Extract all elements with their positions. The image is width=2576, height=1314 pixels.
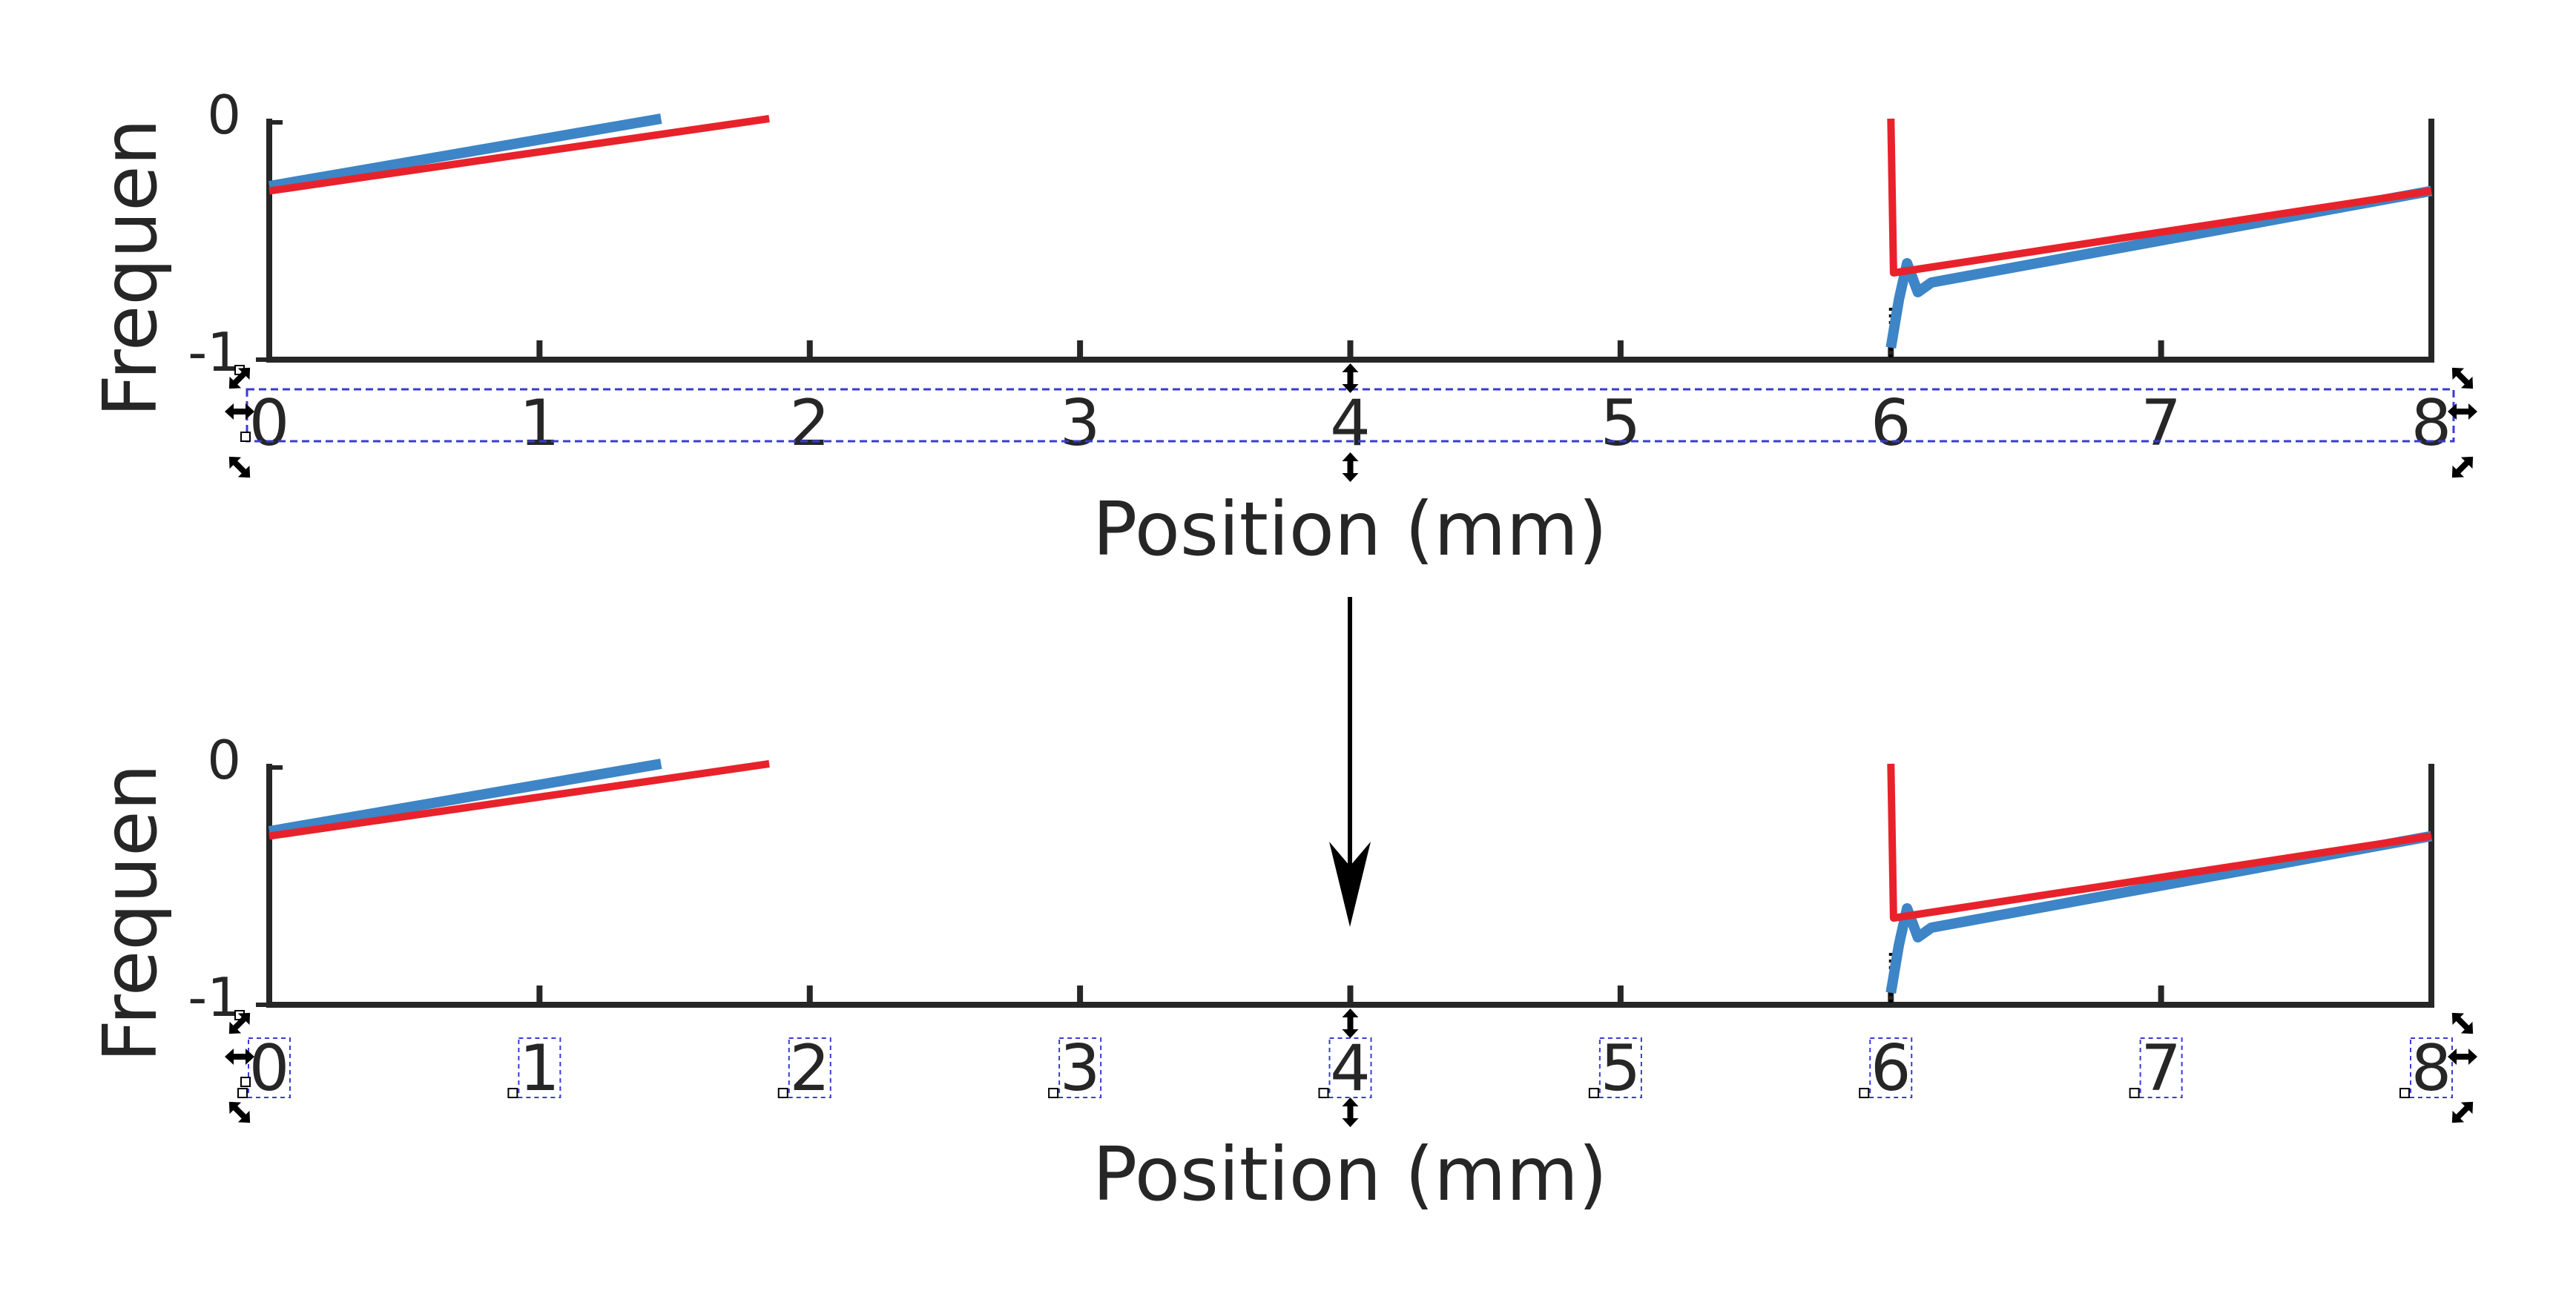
x-tick-label[interactable]: 1 [519, 1031, 560, 1106]
series-line [269, 760, 770, 840]
resize-handle-icon[interactable] [2446, 451, 2479, 483]
series-line [268, 113, 662, 191]
y-axis-label: Frequen [87, 764, 174, 1062]
label-selection-box [2410, 1037, 2453, 1098]
panel-before: 0 -1 Frequen 0 1 2 3 4 5 6 7 8 Position (mm) [87, 84, 2479, 572]
resize-handle-icon[interactable] [2446, 1007, 2479, 1040]
series-line [1887, 763, 2432, 922]
node-handle-icon[interactable] [240, 1077, 251, 1087]
x-axis-label: Position (mm) [1093, 486, 1607, 572]
node-handle-icon[interactable] [1048, 1088, 1059, 1098]
resize-handle-shape [225, 1049, 254, 1065]
plot-area: 0 1 2 3 4 5 6 7 8 [223, 759, 2479, 1129]
x-tick-label[interactable]: 0 [249, 1031, 290, 1106]
node-handle-icon[interactable] [1588, 1088, 1599, 1098]
x-tick-label[interactable]: 2 [789, 1031, 830, 1106]
resize-handle-icon[interactable] [2448, 1049, 2477, 1065]
resize-handle-icon[interactable] [2446, 1096, 2479, 1129]
x-tick-label[interactable]: 0 [249, 386, 290, 460]
series-line [1887, 118, 2432, 277]
resize-handle-icon[interactable] [2446, 362, 2479, 394]
resize-handle-shape [228, 456, 251, 478]
x-tick-label[interactable]: 2 [789, 386, 830, 460]
resize-handle-shape [2451, 367, 2474, 389]
plot-area: 0 1 2 3 4 5 6 7 8 [223, 113, 2479, 483]
resize-handle-icon[interactable] [225, 403, 254, 420]
x-tick-label[interactable]: 3 [1060, 386, 1101, 460]
x-tick-label[interactable]: 7 [2141, 386, 2181, 460]
resize-handle-icon[interactable] [1342, 363, 1359, 393]
label-selection-box [518, 1037, 561, 1098]
resize-handle-icon[interactable] [1342, 1008, 1359, 1038]
resize-handle-icon[interactable] [223, 1007, 256, 1040]
node-handle-icon[interactable] [1859, 1088, 1870, 1098]
resize-handle-shape [2451, 1101, 2474, 1123]
x-tick-label[interactable]: 4 [1330, 386, 1371, 460]
node-handle-icon[interactable] [507, 1088, 518, 1098]
node-handle-icon[interactable] [237, 1088, 248, 1098]
node-handle-icon[interactable] [2399, 1088, 2410, 1098]
resize-handle-shape [228, 367, 251, 389]
x-tick-label[interactable]: 7 [2141, 1031, 2181, 1106]
node-handle-icon[interactable] [777, 1088, 788, 1098]
x-tick-label[interactable]: 8 [2411, 1031, 2452, 1106]
resize-handle-shape [1342, 452, 1359, 482]
label-selection-box [788, 1037, 831, 1098]
resize-handle-shape [1342, 1008, 1359, 1038]
x-tick-label[interactable]: 5 [1601, 1031, 1641, 1106]
label-selection-box [1058, 1037, 1102, 1098]
panel-after: 0 -1 Frequen 0 1 2 3 4 5 6 7 8 Position (mm) [87, 729, 2479, 1218]
resize-handle-icon[interactable] [223, 1096, 256, 1129]
resize-handle-icon[interactable] [2448, 403, 2477, 420]
series-line [268, 759, 662, 836]
resize-handle-icon[interactable] [223, 451, 256, 483]
resize-handle-shape [228, 1012, 251, 1034]
node-handle-icon[interactable] [1318, 1088, 1329, 1098]
x-tick-label[interactable]: 6 [1871, 1031, 1911, 1106]
label-selection-box [1598, 1037, 1642, 1098]
flow-arrow-icon [1329, 597, 1371, 927]
label-selection-box [1869, 1037, 1913, 1098]
x-tick-label[interactable]: 3 [1060, 1031, 1101, 1106]
label-selection-box [248, 1037, 291, 1098]
x-tick-label[interactable]: 4 [1330, 1031, 1371, 1106]
y-tick-bottom: -1 [188, 966, 241, 1029]
resize-handle-shape [2448, 403, 2477, 420]
resize-handle-shape [2451, 1012, 2474, 1034]
resize-handle-shape [2451, 456, 2474, 478]
x-tick-label[interactable]: 8 [2411, 386, 2452, 460]
y-tick-bottom: -1 [188, 321, 241, 383]
resize-handle-icon[interactable] [225, 1049, 254, 1065]
label-selection-box [2139, 1037, 2183, 1098]
y-tick-top: 0 [207, 84, 241, 146]
resize-handle-icon[interactable] [223, 362, 256, 394]
resize-handle-icon[interactable] [1342, 452, 1359, 482]
resize-handle-shape [228, 1101, 251, 1123]
resize-handle-shape [2448, 1049, 2477, 1065]
x-tick-label[interactable]: 6 [1871, 386, 1911, 460]
x-tick-label[interactable]: 1 [519, 386, 560, 460]
x-tick-label[interactable]: 5 [1601, 386, 1641, 460]
y-axis-label: Frequen [87, 119, 174, 417]
resize-handle-shape [1342, 363, 1359, 393]
resize-handle-shape [225, 403, 254, 420]
node-handle-icon[interactable] [2129, 1088, 2140, 1098]
resize-handle-icon[interactable] [1342, 1097, 1359, 1127]
series-line [1885, 185, 2433, 349]
series-line [269, 115, 770, 195]
x-axis-label: Position (mm) [1093, 1131, 1607, 1218]
resize-handle-shape [1342, 1097, 1359, 1127]
node-handle-icon[interactable] [240, 432, 251, 442]
y-tick-top: 0 [207, 729, 241, 791]
series-line [1885, 831, 2433, 994]
